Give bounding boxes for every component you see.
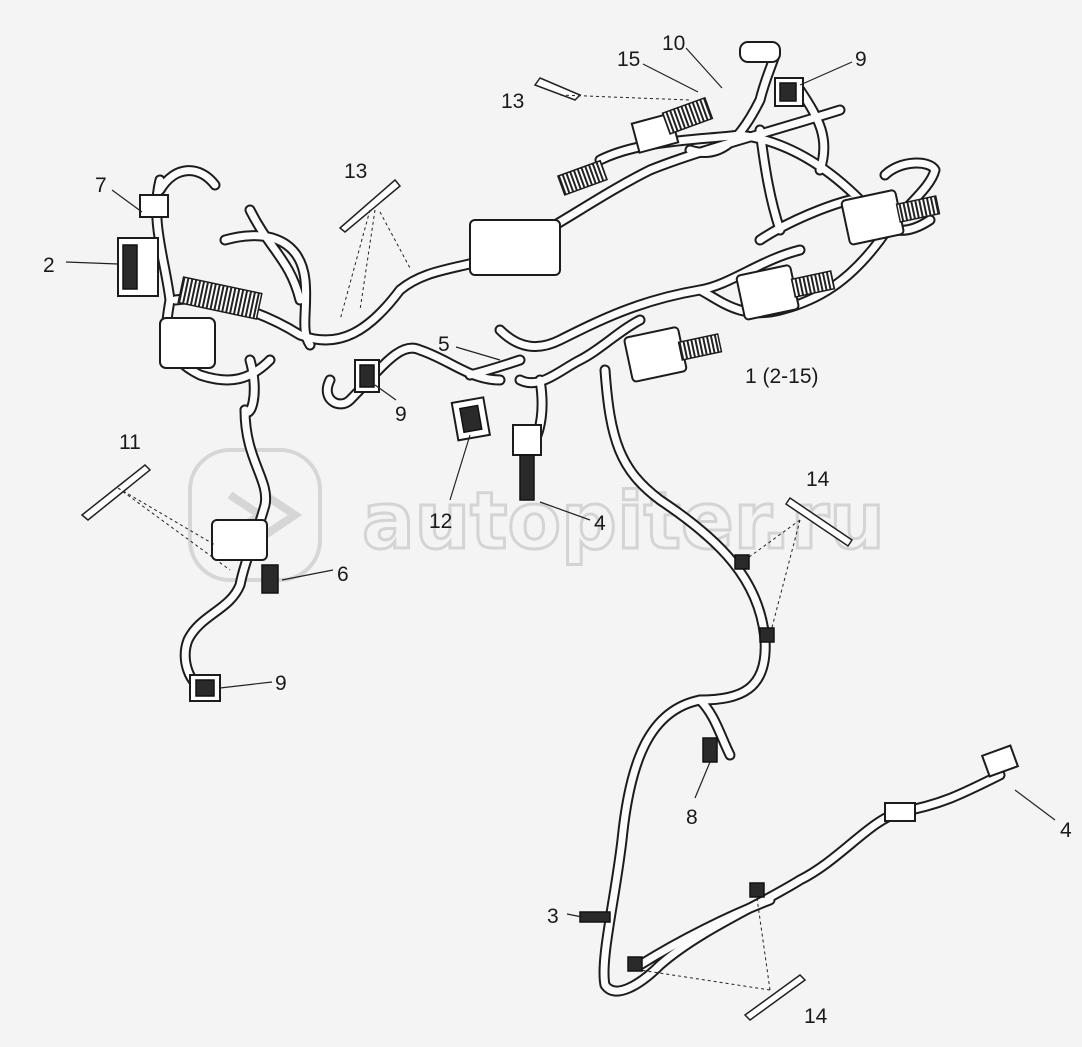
sensor-6-plug	[261, 564, 279, 594]
clip-a	[734, 554, 750, 570]
callout-14-mid: 14	[806, 468, 830, 491]
wire-fill	[324, 344, 504, 408]
leader-lines	[65, 47, 1056, 991]
wire-fill	[636, 896, 774, 969]
connector-4-end	[980, 744, 1020, 778]
callout-6: 6	[337, 563, 349, 586]
callout-7: 7	[95, 174, 107, 197]
corrugated-sleeve-15	[661, 96, 714, 135]
callout-11: 11	[119, 431, 141, 454]
sensor-4-probe	[519, 454, 535, 501]
harness-parts	[80, 41, 1020, 1021]
connector-9-bottom-face	[195, 679, 215, 697]
wire-fill	[696, 696, 734, 759]
wire-fill	[246, 206, 304, 304]
callout-4-end: 4	[1060, 819, 1072, 842]
connector-9-mid-face	[359, 364, 375, 388]
callout-8: 8	[686, 806, 698, 829]
callout-13-top: 13	[501, 90, 524, 113]
corrugated-sleeve-c	[895, 195, 941, 223]
wire-fill	[756, 126, 784, 234]
callout-4-sensor: 4	[594, 512, 606, 535]
elbow-boot	[739, 41, 781, 63]
callout-14-bottom: 14	[804, 1005, 828, 1028]
callout-2: 2	[43, 254, 55, 277]
watermark-text: autopiter.ru	[362, 477, 885, 567]
cable-tie-13-top	[533, 77, 582, 101]
corrugated-sleeve-d	[556, 159, 608, 196]
callout-9-mid: 9	[395, 403, 407, 426]
wire-fill	[600, 366, 1004, 995]
callout-12: 12	[429, 510, 452, 533]
clip-3	[579, 911, 611, 923]
callout-9-bottom: 9	[275, 672, 287, 695]
wire-fill	[221, 232, 314, 349]
watermark: autopiter.ru	[188, 448, 886, 582]
connector-8	[702, 737, 718, 763]
callout-15: 15	[617, 48, 640, 71]
wire-fill	[156, 167, 219, 194]
inline-connector	[884, 802, 916, 822]
wire-fill	[796, 86, 828, 174]
sensor-body	[512, 424, 542, 456]
clip-b	[759, 627, 775, 643]
callout-10: 10	[662, 32, 685, 55]
connector-9-top-face	[779, 82, 797, 102]
connector-12-face	[458, 404, 483, 434]
connector-block-a	[623, 326, 688, 383]
cable-tie-14-bottom	[743, 974, 807, 1021]
wire-fill	[241, 356, 258, 416]
fuse-box	[159, 317, 216, 369]
wire-fill	[496, 246, 804, 351]
cable-tie-14	[784, 496, 854, 548]
junction-block	[469, 219, 561, 276]
callout-5: 5	[438, 333, 450, 356]
corrugated-sleeve	[177, 276, 263, 320]
callout-13-mid: 13	[344, 160, 367, 183]
clip-d	[627, 956, 643, 972]
cable-tie-11	[80, 463, 152, 521]
callout-3: 3	[547, 905, 559, 928]
callout-1-assembly: 1 (2-15)	[745, 365, 819, 388]
wire-outline	[598, 364, 1006, 997]
callout-labels: 7 2 13 15 10 9 13 5 9 1 (2-15) 11 12 4 1…	[43, 32, 1072, 1028]
callout-9-top: 9	[855, 48, 867, 71]
wire-fill	[686, 51, 779, 157]
harness-wires	[151, 49, 1006, 997]
wire-fill	[181, 406, 270, 694]
sensor-6-housing	[211, 519, 268, 561]
wire-fill	[466, 356, 524, 379]
corrugated-sleeve-b	[790, 270, 836, 298]
clip-c	[749, 882, 765, 898]
corrugated-sleeve-a	[677, 333, 723, 361]
connector-2-face	[122, 244, 138, 290]
cable-tie-13	[338, 178, 402, 233]
relay-7	[139, 194, 169, 218]
